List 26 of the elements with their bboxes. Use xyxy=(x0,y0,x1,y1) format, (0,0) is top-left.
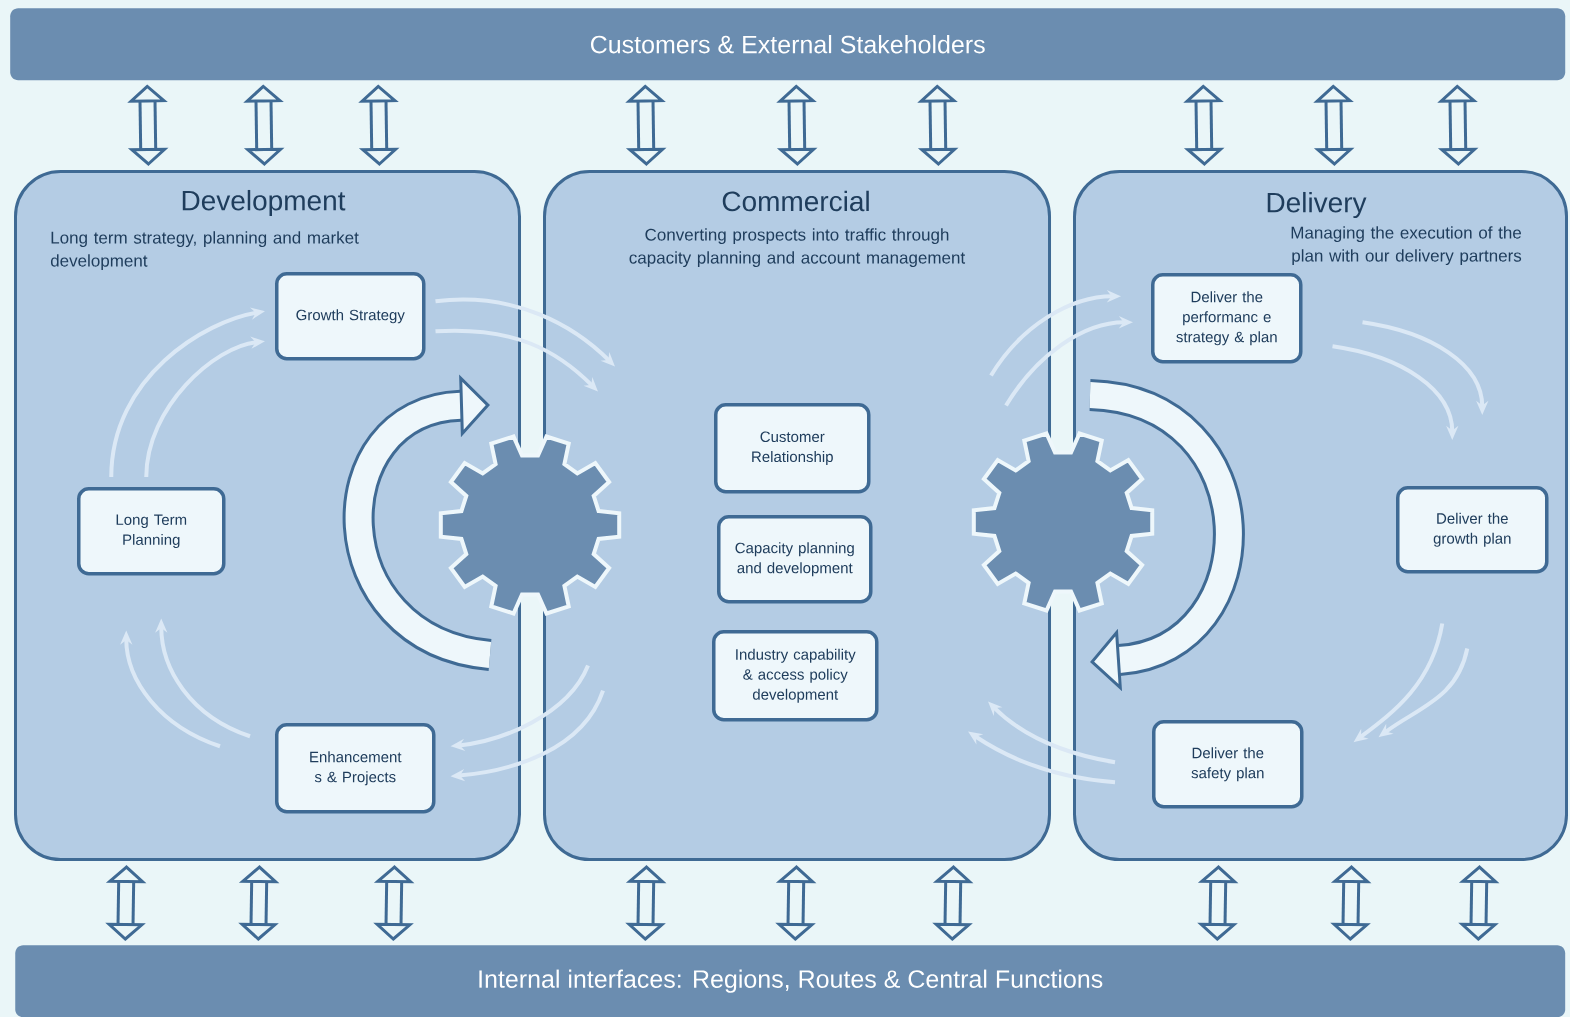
banner: Internal interfaces: Regions, Routes & Central Functions xyxy=(15,945,1566,1017)
process-box: Deliver the performanc e strategy & plan xyxy=(1151,273,1303,364)
process-box: Deliver the safety plan xyxy=(1152,720,1304,809)
process-box: Deliver the growth plan xyxy=(1396,486,1549,574)
double-arrow xyxy=(776,84,818,166)
process-box: Capacity planning and development xyxy=(717,515,873,604)
panel-subtitle: Long term strategy, planning and market development xyxy=(50,231,359,271)
process-box: Industry capability & access policy development xyxy=(712,630,879,722)
panel-title: Delivery xyxy=(1267,191,1367,219)
double-arrow xyxy=(243,84,285,166)
double-arrow xyxy=(1183,84,1225,166)
panel-title: Development xyxy=(182,189,346,217)
process-box: Customer Relationship xyxy=(714,403,871,494)
double-arrow xyxy=(358,84,400,166)
double-arrow xyxy=(127,84,169,166)
process-box: Growth Strategy xyxy=(275,272,426,361)
panel-subtitle: Converting prospects into traffic through capacity planning and account management xyxy=(629,228,966,268)
panel-title: Commercial xyxy=(722,190,869,212)
double-arrow xyxy=(1437,84,1479,166)
double-arrow xyxy=(1313,84,1355,166)
banner: Customers & External Stakeholders xyxy=(10,8,1566,81)
double-arrow xyxy=(625,84,667,166)
process-box: Enhancement s & Projects xyxy=(275,723,436,814)
process-box: Long Term Planning xyxy=(77,487,226,576)
double-arrow xyxy=(917,84,959,166)
panel-subtitle: Managing the execution of the plan with our delivery partners xyxy=(1291,226,1522,266)
